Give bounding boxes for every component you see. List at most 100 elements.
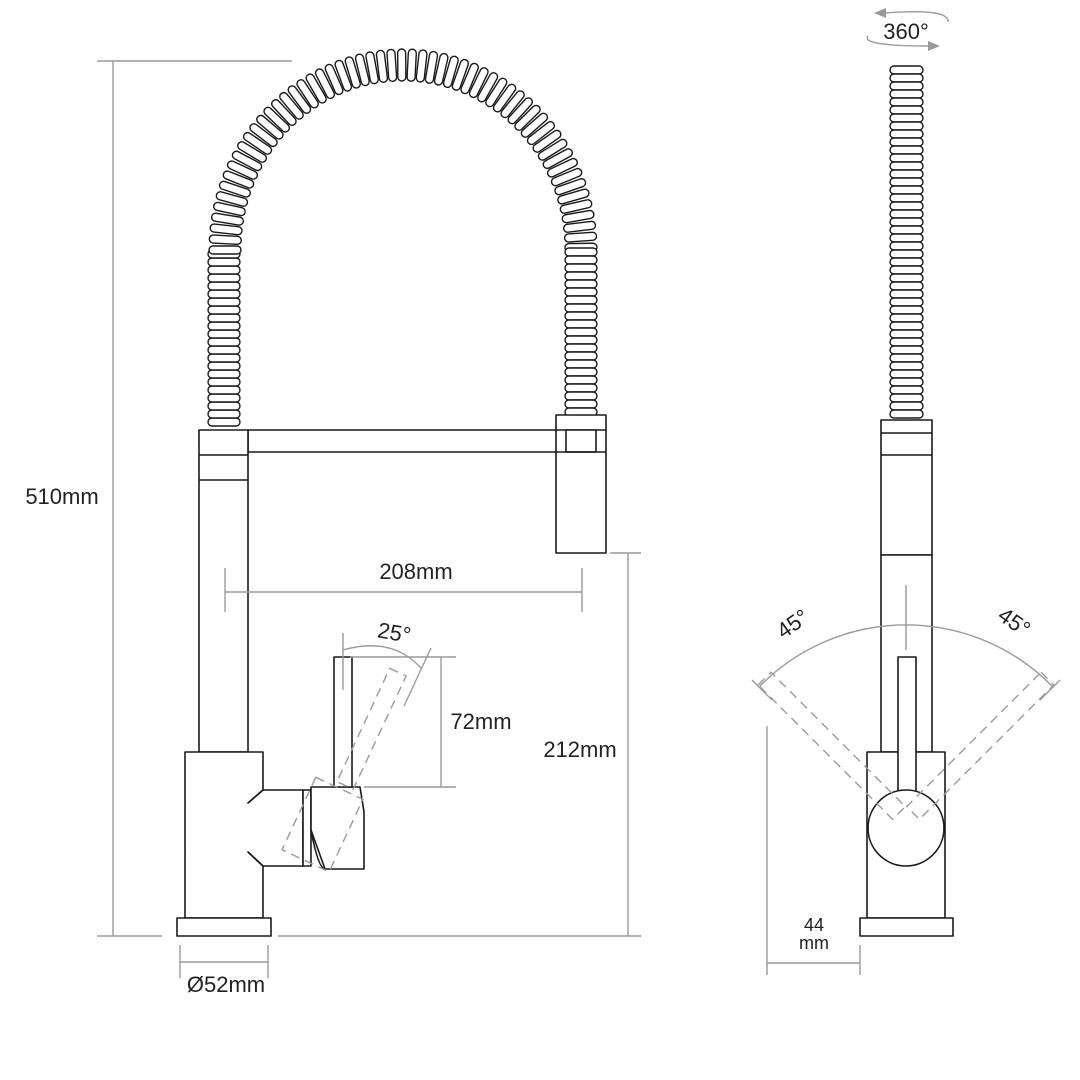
faucet-column bbox=[198, 429, 249, 753]
lever-angle-dimension: 25° bbox=[342, 617, 432, 707]
hose-coil bbox=[207, 345, 241, 355]
hose-coil bbox=[386, 48, 398, 83]
hose-coil bbox=[564, 367, 598, 377]
hose-coil bbox=[207, 377, 241, 387]
hose-coil bbox=[210, 212, 245, 226]
hose-coil bbox=[354, 53, 370, 87]
side-hose-coil bbox=[889, 137, 924, 147]
hose-coil bbox=[279, 91, 304, 120]
hose-coil bbox=[492, 83, 517, 113]
side-hose-coil bbox=[889, 225, 924, 235]
hose-coil bbox=[564, 271, 598, 281]
side-hose-coil bbox=[889, 409, 924, 419]
hose-coil bbox=[542, 148, 573, 170]
hose-coil bbox=[564, 335, 598, 345]
side-hose-coil bbox=[889, 201, 924, 211]
hose-coil bbox=[207, 257, 241, 267]
hose-coil bbox=[207, 369, 241, 379]
hose-coil bbox=[557, 188, 590, 205]
hose-coil bbox=[485, 77, 508, 108]
hose-coil bbox=[460, 62, 480, 95]
hose-coil bbox=[218, 180, 251, 198]
side-hose-coil bbox=[889, 249, 924, 259]
side-hose-coil bbox=[889, 289, 924, 299]
hose-coil bbox=[554, 178, 587, 196]
hose-coil bbox=[207, 417, 241, 427]
hose-coil bbox=[207, 329, 241, 339]
hose-coil bbox=[562, 220, 597, 233]
hose-coil bbox=[564, 391, 598, 401]
hose-coil bbox=[564, 383, 598, 393]
hose-coil bbox=[564, 319, 598, 329]
base-diameter-label: Ø52mm bbox=[187, 972, 265, 997]
hose-coil bbox=[365, 51, 379, 85]
hose-coil bbox=[507, 97, 534, 125]
hose-coil bbox=[249, 123, 278, 148]
base-width-dimension: 44 mm bbox=[766, 726, 861, 975]
base-width-value: 44 bbox=[804, 915, 824, 935]
side-lever bbox=[867, 656, 945, 867]
hose-coil bbox=[213, 201, 246, 217]
hose-coil bbox=[406, 48, 418, 82]
side-hose-coil bbox=[889, 89, 924, 99]
base-width-unit: mm bbox=[799, 933, 829, 953]
side-hose-coil bbox=[889, 361, 924, 371]
side-hose-coil bbox=[889, 161, 924, 171]
side-hose-coil bbox=[889, 113, 924, 123]
hose-coil bbox=[550, 167, 583, 187]
reach-dimension: 208mm bbox=[224, 559, 583, 612]
hose-coil bbox=[207, 313, 241, 323]
hose-coil bbox=[207, 273, 241, 283]
height-label: 510mm bbox=[25, 484, 98, 509]
hose-coil bbox=[287, 85, 312, 114]
hose-coil bbox=[209, 223, 243, 236]
side-hose-coil bbox=[889, 377, 924, 387]
hose-coil bbox=[296, 79, 319, 109]
side-hose-coil bbox=[889, 217, 924, 227]
hose-coil bbox=[424, 50, 439, 84]
side-hose-coil bbox=[889, 281, 924, 291]
side-hose-coil bbox=[889, 129, 924, 139]
hose-coil bbox=[564, 303, 598, 313]
hose-coil bbox=[433, 52, 449, 86]
hose-coil bbox=[396, 48, 407, 82]
spray-head bbox=[555, 414, 607, 554]
side-hose-coil bbox=[889, 265, 924, 275]
side-hose-coil bbox=[889, 297, 924, 307]
hose-coil bbox=[526, 120, 556, 146]
side-hose-coil bbox=[889, 105, 924, 115]
hose-coil bbox=[207, 297, 241, 307]
side-hose-coil bbox=[889, 65, 924, 75]
base-plate bbox=[176, 917, 272, 937]
hose-coil bbox=[564, 295, 598, 305]
hose-coil bbox=[564, 247, 598, 257]
rotation-indicator: 360° bbox=[866, 8, 949, 51]
hose-coil bbox=[263, 106, 291, 133]
side-hose-coil bbox=[889, 185, 924, 195]
front-view: 510mm 208mm 212mm 72mm 25° bbox=[25, 48, 641, 997]
hose-coil bbox=[564, 311, 598, 321]
hose-coil bbox=[532, 129, 562, 153]
hose-coil bbox=[564, 343, 598, 353]
side-hose-coil bbox=[889, 169, 924, 179]
hose-coil bbox=[546, 157, 578, 178]
side-hose-coil bbox=[889, 153, 924, 163]
hose-coil bbox=[207, 305, 241, 315]
hose-coil bbox=[451, 58, 470, 91]
hose-coil bbox=[237, 141, 268, 163]
hose-coil bbox=[334, 59, 353, 92]
base-diameter-dimension: Ø52mm bbox=[179, 945, 269, 997]
side-hose-coil bbox=[889, 321, 924, 331]
hose-coil bbox=[242, 131, 273, 155]
side-hose-coil bbox=[889, 193, 924, 203]
hose-coil bbox=[442, 55, 459, 89]
clearance-dimension: 212mm bbox=[278, 552, 641, 937]
side-hose bbox=[889, 65, 924, 419]
side-hose-coil bbox=[889, 369, 924, 379]
hose-coil bbox=[500, 90, 525, 119]
lever-swing-ghost bbox=[281, 667, 408, 873]
hose-coil bbox=[231, 150, 263, 172]
spout-arm bbox=[247, 429, 559, 453]
hose-coil bbox=[256, 114, 284, 140]
side-base-plate bbox=[859, 917, 954, 937]
